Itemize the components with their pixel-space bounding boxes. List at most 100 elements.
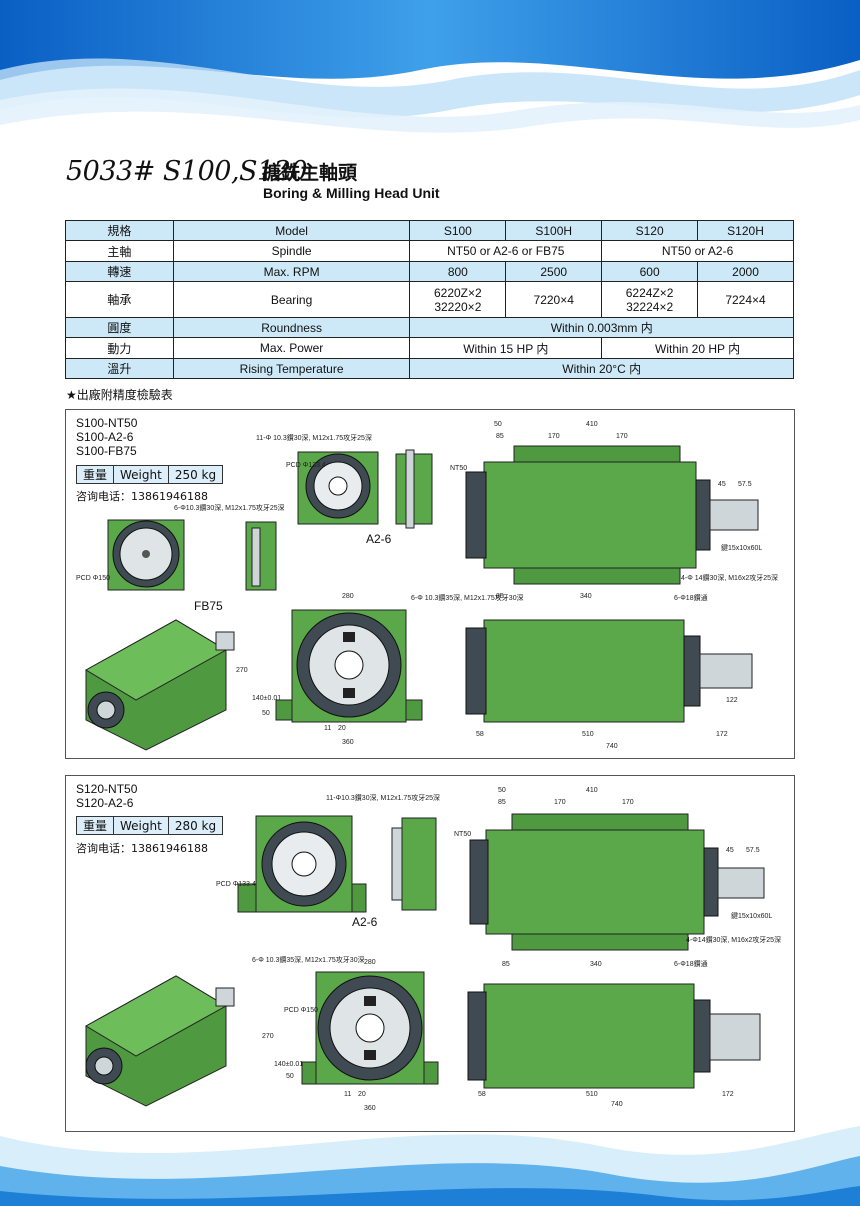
drill-note: 11-Φ 10.3鑽30深, M12x1.75攻牙25深 xyxy=(256,433,372,442)
dim-shaft: 57.5 xyxy=(738,481,752,488)
dim-front: 58 xyxy=(476,731,484,738)
model-label: S100-NT50 xyxy=(76,416,138,430)
cell-spindle-s120: NT50 or A2-6 xyxy=(601,240,794,262)
top-wave-decoration xyxy=(0,0,860,150)
dim-key: 20 xyxy=(338,725,346,732)
table-row: 主軸 Spindle NT50 or A2-6 or FB75 NT50 or … xyxy=(65,240,794,262)
pcd-note: PCD Φ133.4 xyxy=(286,462,326,469)
dim-total: 410 xyxy=(586,787,598,794)
label-nt50: NT50 xyxy=(450,465,467,472)
dim-base: 50 xyxy=(286,1073,294,1080)
dim-bolt: 85 xyxy=(498,799,506,806)
key-note: 鍵15x10x60L xyxy=(731,911,772,920)
dim-key: 20 xyxy=(358,1091,366,1098)
cell-rpm: 600 xyxy=(601,261,699,282)
a26-front-view xyxy=(237,815,437,913)
label-nt50: NT50 xyxy=(454,831,471,838)
dim-base-width: 360 xyxy=(342,739,354,746)
model-label: S100-A2-6 xyxy=(76,430,134,444)
label-a26: A2-6 xyxy=(352,915,378,929)
dim-width: 280 xyxy=(364,959,376,966)
row-label-en: Bearing xyxy=(172,281,411,318)
dim-bolt: 85 xyxy=(496,433,504,440)
title-chinese: 搪銑主軸頭 xyxy=(262,162,358,184)
dim-key-depth: 11 xyxy=(344,1091,351,1098)
drill-note: 6-Φ 10.3鑽35深, M12x1.75攻牙30深 xyxy=(252,955,365,964)
dim-body: 510 xyxy=(586,1091,598,1098)
dim-shaft: 122 xyxy=(726,697,738,704)
model-code-title: 5033# S100,S120 xyxy=(66,156,308,187)
row-label-zh: 圓度 xyxy=(65,317,174,338)
table-row: 溫升 Rising Temperature Within 20°C 内 xyxy=(65,358,794,379)
s100-top-view xyxy=(465,445,759,585)
inspection-note: ★出廠附精度檢驗表 xyxy=(66,388,173,402)
cell-rpm: 2000 xyxy=(697,261,794,282)
drill-note: 6-Φ18鑽通 xyxy=(674,959,708,968)
dim-total: 410 xyxy=(586,421,598,428)
row-label-en: Spindle xyxy=(172,240,411,262)
dim-shaft-len: 172 xyxy=(716,731,728,738)
dim-height: 270 xyxy=(236,667,248,674)
table-row: 規格 Model S100 S100H S120 S120H xyxy=(65,220,794,241)
dim-height: 270 xyxy=(262,1033,274,1040)
dim-span: 170 xyxy=(622,799,634,806)
s120-front-view xyxy=(301,971,439,1085)
spec-table: 規格 Model S100 S100H S120 S120H 主軸 Spindl… xyxy=(65,220,794,379)
label-a26: A2-6 xyxy=(366,532,392,546)
dim-span: 340 xyxy=(590,961,602,968)
cell-rpm: 2500 xyxy=(505,261,603,282)
fb75-front-view xyxy=(107,519,277,591)
pcd-note: PCD Φ133.4 xyxy=(216,881,256,888)
phone-number: 咨询电话：13861946188 xyxy=(76,842,208,855)
s120-3d-render xyxy=(85,975,235,1107)
dim-bolt: 85 xyxy=(502,961,510,968)
weight-label-zh: 重量 xyxy=(75,816,115,835)
dim-shaft: 45 xyxy=(726,847,734,854)
s100-side-view xyxy=(465,619,753,723)
row-label-zh: 動力 xyxy=(65,337,174,359)
dim-offset: 50 xyxy=(498,787,506,794)
cell-rpm: 800 xyxy=(409,261,507,282)
s120-side-view xyxy=(467,983,761,1089)
row-label-en: Rising Temperature xyxy=(172,358,411,379)
dim-span: 170 xyxy=(548,433,560,440)
dim-overall: 740 xyxy=(606,743,618,750)
s120-technical-drawing: A2-6 11-Φ10.3鑽30深, M12x1.75攻牙25深 PCD Φ13… xyxy=(85,787,781,1112)
dim-base: 50 xyxy=(262,710,270,717)
cell-s120h: S120H xyxy=(697,220,794,241)
dim-shaft: 57.5 xyxy=(746,847,760,854)
dim-shaft: 45 xyxy=(718,481,726,488)
cell-s100: S100 xyxy=(409,220,507,241)
dim-base-width: 360 xyxy=(364,1105,376,1112)
dim-overall: 740 xyxy=(611,1101,623,1108)
weight-label-en: Weight xyxy=(113,816,169,835)
dim-offset: 50 xyxy=(494,421,502,428)
dim-span: 170 xyxy=(554,799,566,806)
a26-front-view xyxy=(297,449,433,529)
drill-note: 4-Φ14鑽30深, M16x2攻牙25深 xyxy=(686,935,781,944)
drill-note: 4-Φ 14鑽30深, M16x2攻牙25深 xyxy=(681,573,778,582)
weight-value: 280 kg xyxy=(167,816,224,835)
dim-bolt: 85 xyxy=(496,593,504,600)
model-label: S100-FB75 xyxy=(76,444,137,458)
table-row: 圓度 Roundness Within 0.003mm 内 xyxy=(65,317,794,338)
dim-center: 140±0.01 xyxy=(274,1061,303,1068)
cell-spindle-s100: NT50 or A2-6 or FB75 xyxy=(409,240,603,262)
weight-label-zh: 重量 xyxy=(75,465,115,484)
title-english: Boring & Milling Head Unit xyxy=(263,185,440,201)
row-label-en: Max. Power xyxy=(172,337,411,359)
key-note: 鍵15x10x60L xyxy=(721,543,762,552)
dim-front: 58 xyxy=(478,1091,486,1098)
s120-top-view xyxy=(469,813,765,951)
cell-roundness: Within 0.003mm 内 xyxy=(409,317,794,338)
dim-shaft-len: 172 xyxy=(722,1091,734,1098)
row-label-zh: 溫升 xyxy=(65,358,174,379)
model-label: S120-A2-6 xyxy=(76,796,134,810)
drill-note: 6-Φ10.3鑽30深, M12x1.75攻牙25深 xyxy=(174,503,285,512)
drill-note: 6-Φ 10.3鑽35深, M12x1.75攻牙30深 xyxy=(411,593,524,602)
row-label-zh: 轉速 xyxy=(65,261,174,282)
row-label-zh: 規格 xyxy=(65,220,174,241)
